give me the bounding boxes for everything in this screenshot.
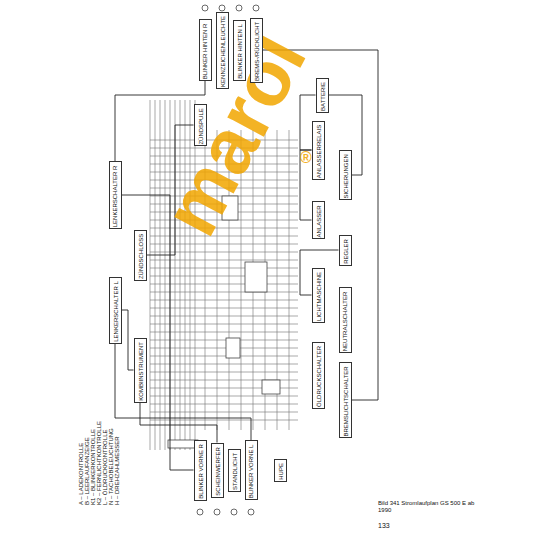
wire <box>150 332 298 333</box>
component-box: BATTERIE <box>316 78 329 113</box>
legend-line: K2 – FERNLICHTKONTROLLE <box>96 421 103 505</box>
component-box: REGLER <box>339 235 352 266</box>
wire <box>150 372 298 373</box>
component-box: ANLASSERRELAIS <box>312 121 325 180</box>
component-label: NEUTRALSCHALTER <box>342 291 349 351</box>
legend-line: K1 – BLINKERKONTROLLE <box>90 429 97 505</box>
component-label: ANLASSER <box>316 205 323 237</box>
legend-line: H – DREHZAHLMESSER <box>114 436 121 505</box>
legend-line: N – TACHOBELEUCHTUNG <box>108 428 115 505</box>
wire-connector <box>122 195 194 470</box>
bulb-symbol <box>248 509 254 515</box>
component-box: NEUTRALSCHALTER <box>339 287 352 353</box>
component-box: KOMBIINSTRUMENT <box>134 338 147 403</box>
wire <box>150 276 298 277</box>
wire <box>150 292 298 293</box>
bulb-symbol <box>202 5 208 11</box>
page-number: 133 <box>378 522 390 530</box>
component-box: LENKERSCHALTER R <box>109 161 122 229</box>
watermark: ® <box>300 150 312 166</box>
component-label: REGLER <box>342 239 349 264</box>
component-label: BREMSLICHTSCHALTER <box>343 366 350 436</box>
wire <box>150 244 298 245</box>
wire-connector <box>300 150 312 220</box>
component-label: LENKERSCHALTER R <box>112 165 119 227</box>
connector-block <box>245 262 267 292</box>
wire-connector <box>122 310 134 370</box>
connector-block <box>262 380 280 394</box>
component-box: BREMSLICHTSCHALTER <box>339 362 352 438</box>
bulb-symbol <box>236 5 242 11</box>
component-box: SICHERUNGEN <box>339 150 352 200</box>
component-label: BREMS-/RÜCKLICHT <box>254 21 261 80</box>
component-label: BLINKER VORNE R <box>197 444 204 499</box>
wire <box>150 252 298 253</box>
wire <box>150 356 298 357</box>
wire <box>150 324 298 325</box>
bulb-symbol <box>253 5 259 11</box>
component-label: LENKERSCHALTER L <box>112 281 119 342</box>
wire <box>150 284 298 285</box>
legend-line: B – LEERLAUFANZEIGE <box>84 437 91 505</box>
wire <box>150 316 298 317</box>
component-label: BLINKER HINTEN L <box>236 24 243 79</box>
component-box: LICHTMASCHINE <box>312 268 325 323</box>
wire <box>160 100 161 450</box>
wire <box>289 130 290 430</box>
wire-connector <box>140 403 217 443</box>
wire <box>150 268 298 269</box>
wire <box>150 396 298 397</box>
wire <box>155 100 156 450</box>
wire <box>150 364 298 365</box>
component-box: KENNZEICHENLEUCHTE <box>216 12 229 89</box>
legend-line: L – ÖLDRUCKKONTROLLE <box>102 430 109 505</box>
component-label: ZÜNDSCHLOSS <box>138 233 145 278</box>
wire <box>150 308 298 309</box>
wire <box>150 412 298 413</box>
wire <box>150 348 298 349</box>
component-label: ÖLDRUCKSCHALTER <box>316 345 323 406</box>
wire <box>150 404 298 405</box>
bulb-symbol <box>214 509 220 515</box>
component-box: ANLASSER <box>312 201 325 239</box>
bulb-symbol <box>231 509 237 515</box>
component-label: KOMBIINSTRUMENT <box>137 342 144 401</box>
component-label: BATTERIE <box>320 81 327 110</box>
component-box: LENKERSCHALTER L <box>109 277 122 344</box>
component-box: ZÜNDSCHLOSS <box>134 230 147 281</box>
component-label: STANDLICHT <box>232 452 239 489</box>
wire <box>150 260 298 261</box>
component-box: ÖLDRUCKSCHALTER <box>312 342 325 409</box>
component-box: BLINKER VORNE R <box>194 440 207 501</box>
component-label: KENNZEICHENLEUCHTE <box>220 15 227 86</box>
bulb-symbol <box>197 509 203 515</box>
wire <box>150 340 298 341</box>
component-label: HUPE <box>277 463 284 480</box>
component-box: SCHEINWERFER <box>211 443 224 498</box>
wire <box>150 420 298 421</box>
component-label: BLINKER VORNE L <box>248 444 255 498</box>
figure-caption: Bild 341 Stromlaufplan GS 500 E ab 1990 <box>378 500 488 513</box>
component-box: ZÜNDSPULE <box>194 104 207 146</box>
bulb-symbol <box>219 5 225 11</box>
component-box: BLINKER VORNE L <box>245 440 258 500</box>
wire <box>165 100 166 450</box>
component-label: SICHERUNGEN <box>343 154 350 198</box>
wire <box>150 300 298 301</box>
component-box: BREMS-/RÜCKLICHT <box>250 18 263 83</box>
component-label: ZÜNDSPULE <box>198 108 205 144</box>
component-box: BLINKER HINTEN L <box>233 20 246 81</box>
component-box: BLINKER HINTEN R <box>199 19 212 81</box>
wire <box>150 100 151 450</box>
component-box: HUPE <box>274 459 287 482</box>
component-label: LICHTMASCHINE <box>316 271 323 320</box>
component-label: ANLASSERRELAIS <box>316 124 323 177</box>
component-label: BLINKER HINTEN R <box>202 23 209 79</box>
component-label: SCHEINWERFER <box>214 447 221 496</box>
component-box: STANDLICHT <box>228 449 241 492</box>
legend-line: A – LADEKONTROLLE <box>78 443 85 505</box>
connector-block <box>226 338 240 358</box>
